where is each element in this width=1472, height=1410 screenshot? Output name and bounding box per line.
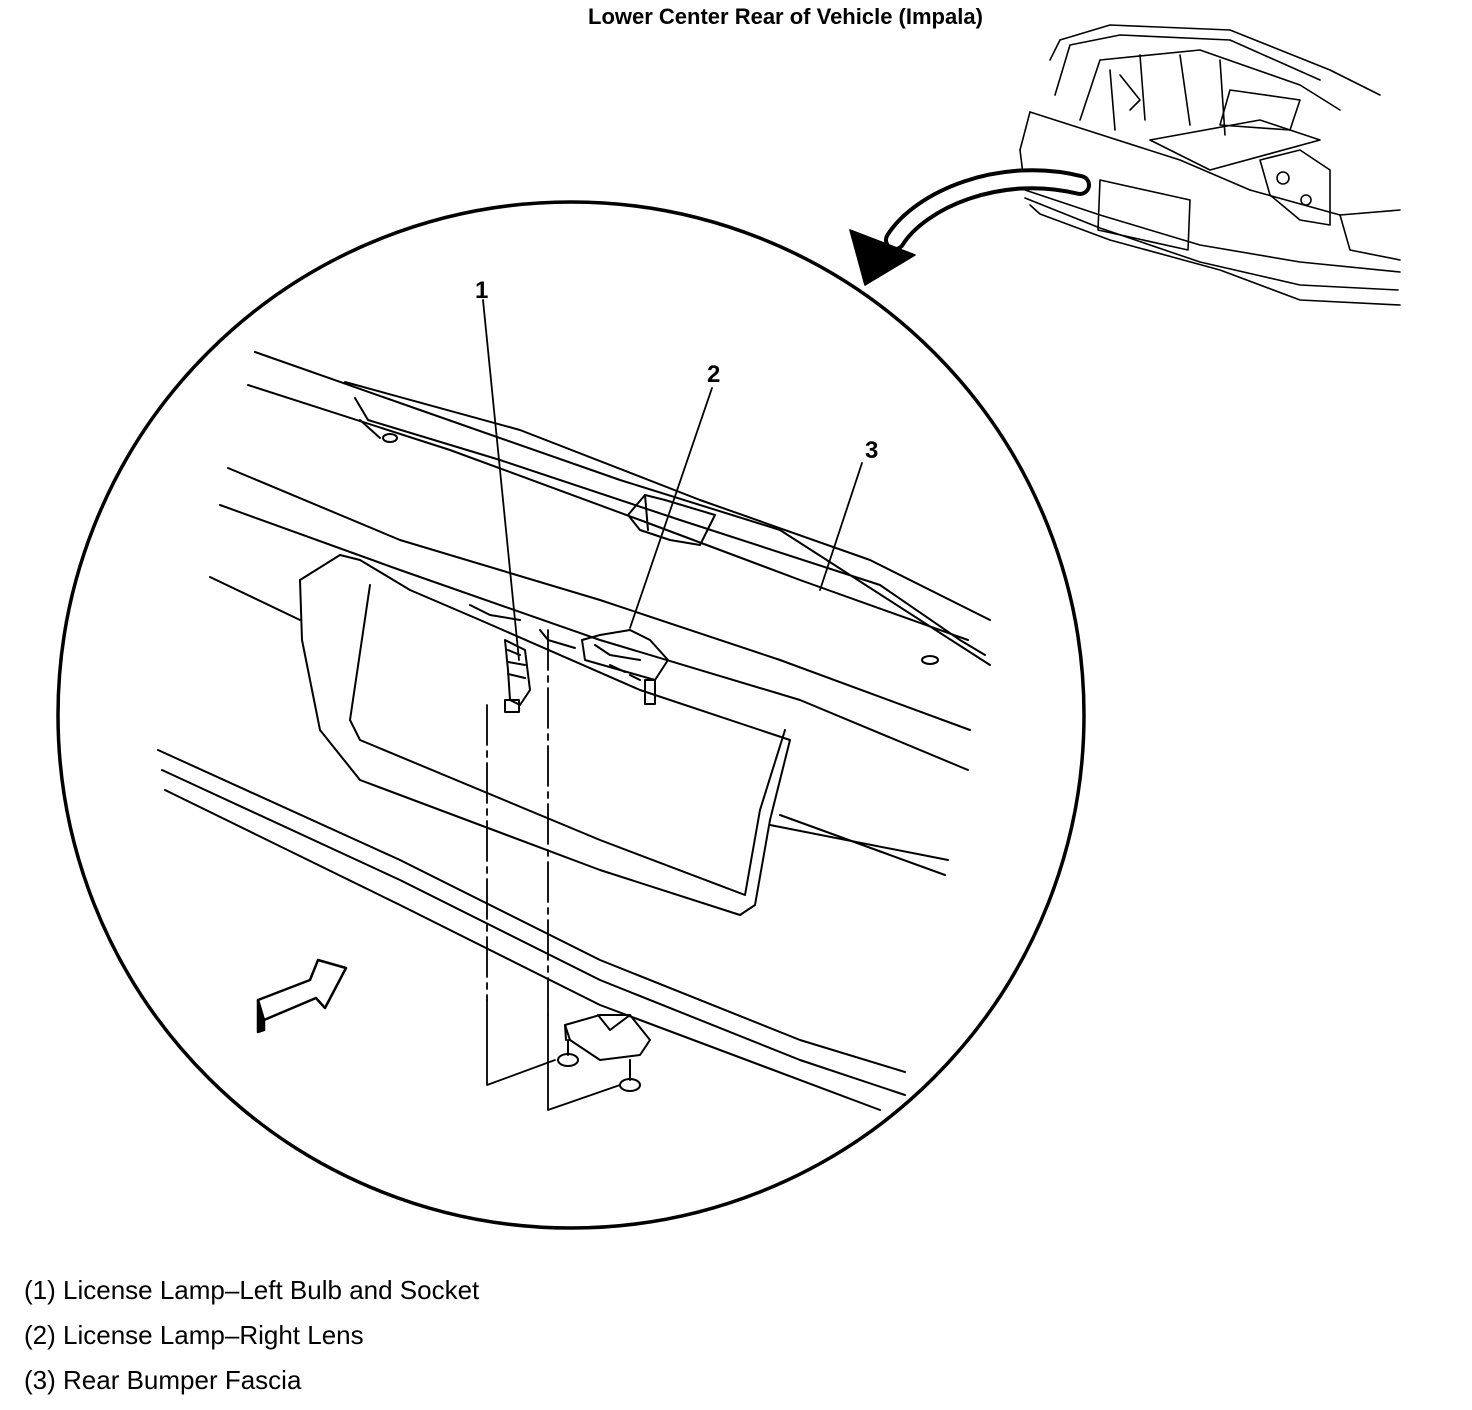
diagram-title-container: Lower Center Rear of Vehicle (Impala) <box>0 0 1472 40</box>
vehicle-rear-overview <box>849 24 1401 306</box>
callout-3: 3 <box>865 437 878 464</box>
detail-circle <box>56 200 1086 1230</box>
legend-item-1: (1) License Lamp–Left Bulb and Socket <box>24 1275 480 1305</box>
parts-legend: (1) License Lamp–Left Bulb and Socket (2… <box>24 1268 479 1403</box>
diagram-title: Lower Center Rear of Vehicle (Impala) <box>588 4 983 29</box>
bumper-fascia-detail <box>157 299 991 1111</box>
legend-item-3: (3) Rear Bumper Fascia <box>24 1365 302 1395</box>
legend-item-2: (2) License Lamp–Right Lens <box>24 1320 364 1350</box>
callout-1: 1 <box>475 277 488 304</box>
exploded-view-drawing: 1 2 3 <box>56 24 1401 1230</box>
callout-2: 2 <box>707 361 720 388</box>
